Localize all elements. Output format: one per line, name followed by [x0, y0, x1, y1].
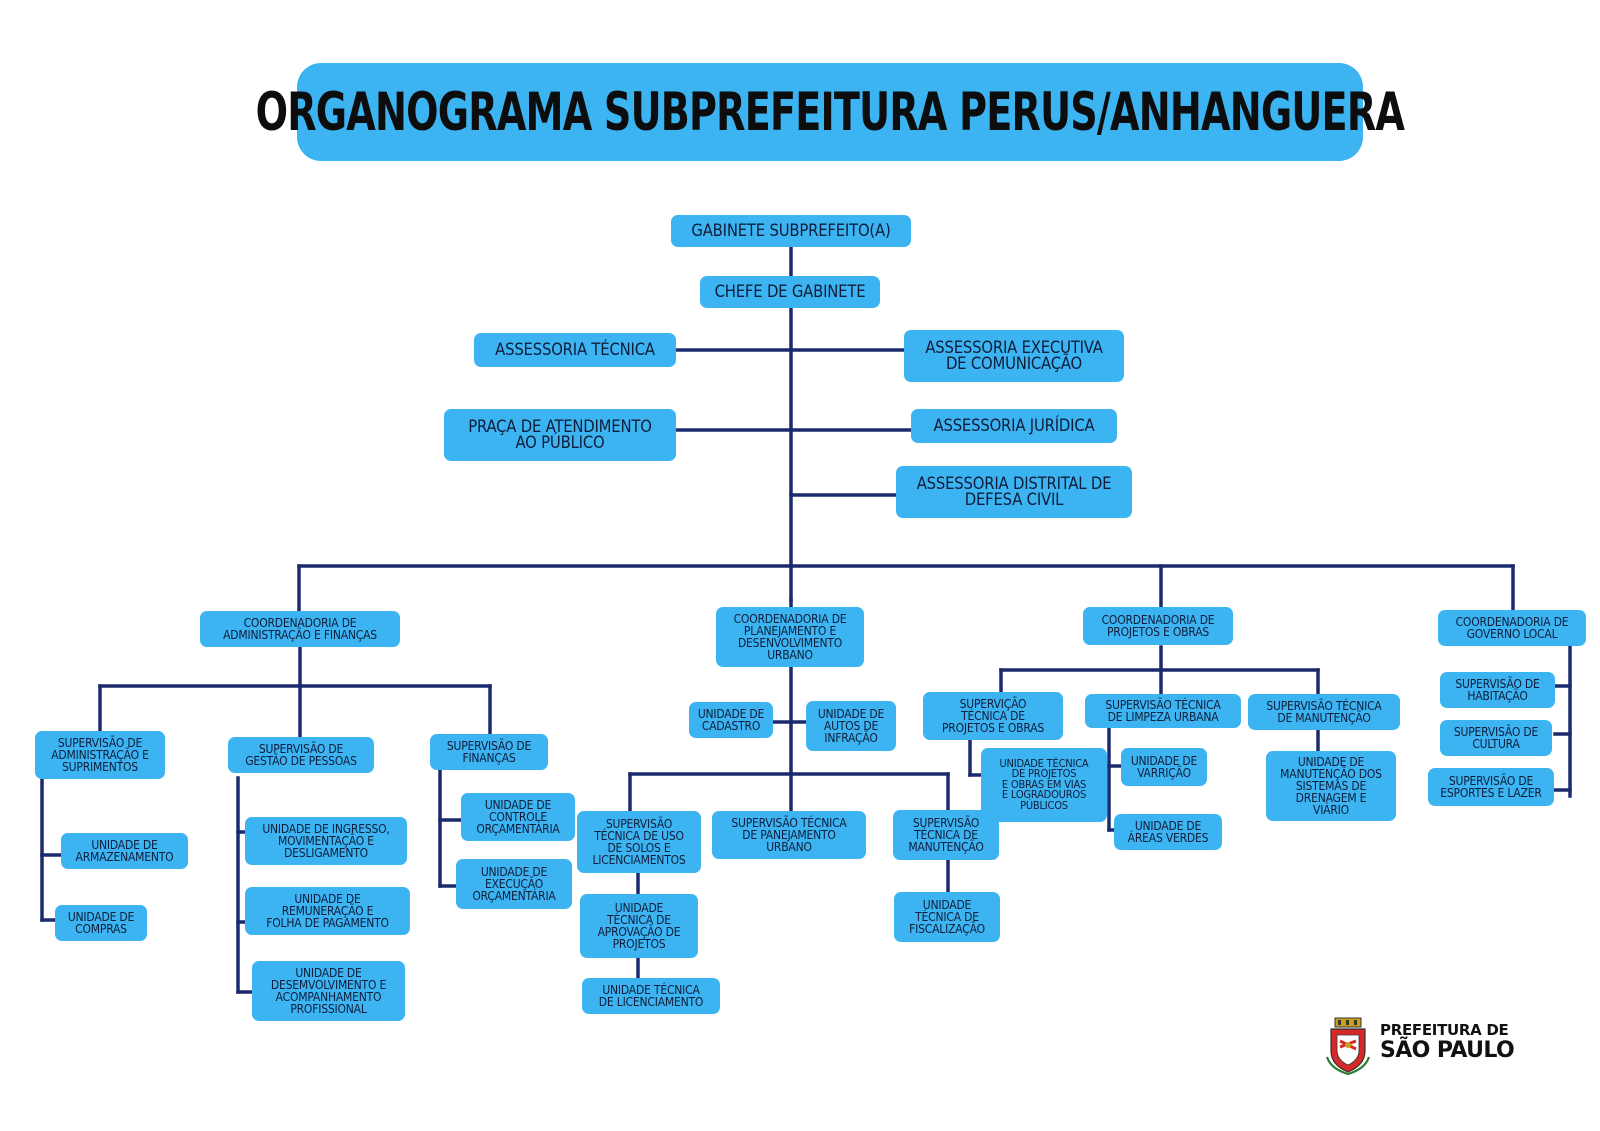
un-compras-box: UNIDADE DE COMPRAS [55, 905, 147, 941]
sao-paulo-coat-of-arms-icon [1325, 1017, 1371, 1075]
sup-manutencao-proj-box: SUPERVISÃO TÉCNICA DE MANUTENÇÃO [1248, 694, 1400, 730]
sup-projetos-obras-box: SUPERVIÇÃO TÉCNICA DE PROJETOS E OBRAS [923, 692, 1063, 740]
sup-panejamento-box: SUPERVISÃO TÉCNICA DE PANEJAMENTO URBANO [712, 811, 866, 859]
coord-projetos-box: COORDENADORIA DE PROJETOS E OBRAS [1083, 607, 1233, 645]
un-cadastro-box: UNIDADE DE CADASTRO [689, 702, 773, 738]
un-varricao-box: UNIDADE DE VARRIÇÃO [1121, 748, 1207, 786]
assessoria-executiva-box: ASSESSORIA EXECUTIVA DE COMUNICAÇÃO [904, 330, 1124, 382]
sup-habitacao-box: SUPERVISÃO DE HABITAÇÃO [1440, 672, 1555, 708]
assessoria-tecnica-box: ASSESSORIA TÉCNICA [474, 333, 676, 367]
sup-limpeza-box: SUPERVISÃO TÉCNICA DE LIMPEZA URBANA [1085, 694, 1241, 728]
sup-uso-solos-box: SUPERVISÃO TÉCNICA DE USO DE SOLOS E LIC… [577, 811, 701, 873]
un-manutencao-drenagem-box: UNIDADE DE MANUTENÇÃO DOS SISTEMAS DE DR… [1266, 751, 1396, 821]
un-licenciamento-box: UNIDADE TÉCNICA DE LICENCIAMENTO [582, 978, 720, 1014]
un-armazenamento-box: UNIDADE DE ARMAZENAMENTO [61, 833, 188, 869]
assessoria-distrital-box: ASSESSORIA DISTRITAL DE DEFESA CIVIL [896, 466, 1132, 518]
un-projetos-vias-box: UNIDADE TÉCNICA DE PROJETOS E OBRAS EM V… [981, 748, 1107, 822]
sup-gestao-pessoas-box: SUPERVISÃO DE GESTÃO DE PESSOAS [228, 737, 374, 773]
un-areas-verdes-box: UNIDADE DE ÁREAS VERDES [1114, 814, 1222, 850]
coord-administracao-box: COORDENADORIA DE ADMINISTRAÇÃO E FINANÇA… [200, 611, 400, 647]
page-title: ORGANOGRAMA SUBPREFEITURA PERUS/ANHANGUE… [255, 81, 1405, 143]
title-banner: ORGANOGRAMA SUBPREFEITURA PERUS/ANHANGUE… [256, 63, 1405, 161]
sup-financas-box: SUPERVISÃO DE FINANÇAS [430, 734, 548, 770]
un-fiscalizacao-box: UNIDADE TÉCNICA DE FISCALIZAÇÃO [894, 892, 1000, 942]
un-remuneracao-box: UNIDADE DE REMUNERAÇÃO E FOLHA DE PAGAME… [245, 887, 410, 935]
sup-esportes-box: SUPERVISÃO DE ESPORTES E LAZER [1428, 768, 1554, 806]
praca-atendimento-box: PRAÇA DE ATENDIMENTO AO PÚBLICO [444, 409, 676, 461]
sup-cultura-box: SUPERVISÃO DE CULTURA [1440, 720, 1552, 756]
un-desenvolvimento-box: UNIDADE DE DESEMVOLVIMENTO E ACOMPANHAME… [252, 961, 405, 1021]
sup-administracao-box: SUPERVISÃO DE ADMINISTRAÇÃO E SUPRIMENTO… [35, 731, 165, 779]
logo-line-1: PREFEITURA DE [1380, 1021, 1509, 1039]
coord-planejamento-box: COORDENADORIA DE PLANEJAMENTO E DESENVOL… [716, 607, 864, 667]
logo-line-2: SÃO PAULO [1380, 1038, 1515, 1063]
un-execucao-box: UNIDADE DE EXECUÇÃO ORÇAMENTÁRIA [456, 859, 572, 909]
chefe-de-gabinete-box: CHEFE DE GABINETE [700, 276, 880, 308]
coord-governo-box: COORDENADORIA DE GOVERNO LOCAL [1438, 610, 1586, 646]
un-controle-box: UNIDADE DE CONTROLE ORÇAMENTÁRIA [461, 793, 575, 841]
gabinete-subprefeito-box: GABINETE SUBPREFEITO(A) [671, 215, 911, 247]
sup-manutencao-plan-box: SUPERVISÃO TÉCNICA DE MANUTENÇÃO [893, 810, 999, 860]
un-aprovacao-box: UNIDADE TÉCNICA DE APROVAÇÃO DE PROJETOS [580, 894, 698, 958]
prefeitura-logo: PREFEITURA DE SÃO PAULO [1325, 1017, 1515, 1077]
un-ingresso-box: UNIDADE DE INGRESSO, MOVIMENTAÇÃO E DESL… [245, 817, 407, 865]
un-autos-infracao-box: UNIDADE DE AUTOS DE INFRAÇÃO [806, 701, 896, 751]
assessoria-juridica-box: ASSESSORIA JURÍDICA [911, 409, 1117, 443]
